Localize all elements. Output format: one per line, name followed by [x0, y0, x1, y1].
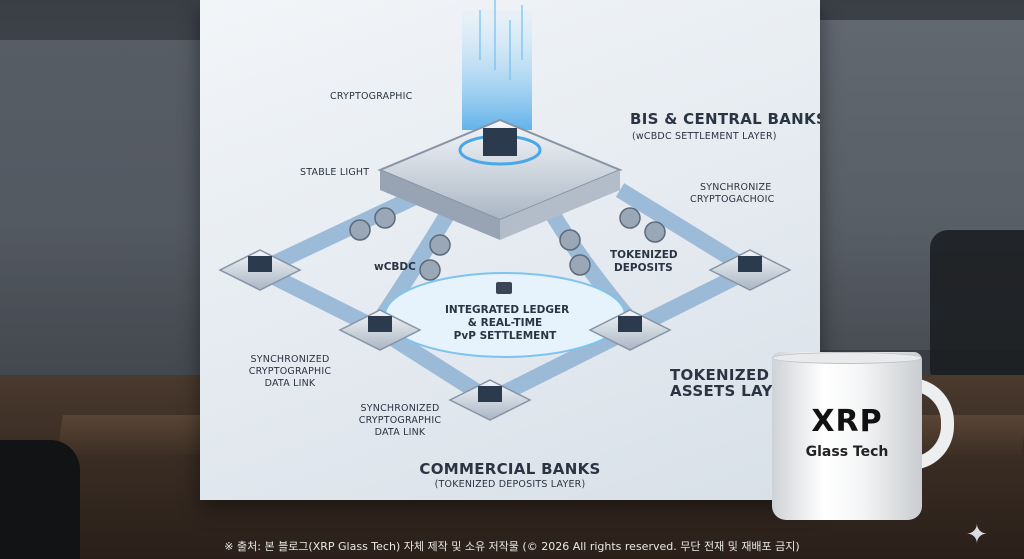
label-synchronize: SYNCHRONIZE	[700, 182, 772, 193]
label-ledger-3: PvP SETTLEMENT	[453, 330, 557, 342]
central-bank-icon	[483, 128, 517, 156]
label-commercial-banks: COMMERCIAL BANKS	[419, 460, 601, 478]
label-ledger-1: INTEGRATED LEDGER	[445, 304, 570, 316]
chair-left	[0, 440, 80, 559]
mug-body	[772, 352, 922, 520]
chair-right	[930, 230, 1024, 380]
central-platform	[377, 118, 623, 240]
label-cryptogachoic: CRYPTOGACHOIC	[690, 194, 775, 205]
label-tokenized-1: TOKENIZED	[610, 249, 678, 261]
label-wcbdc: wCBDC	[374, 261, 416, 273]
poster: CRYPTOGRAPHIC BIS & CENTRAL BANKS (wCBDC…	[200, 0, 820, 500]
mug-rim	[772, 352, 922, 364]
label-sync-left-2: CRYPTOGRAPHIC	[248, 366, 332, 377]
source-caption: ※ 출처: 본 블로그(XRP Glass Tech) 자체 제작 및 소유 저…	[224, 540, 800, 553]
window-left	[0, 40, 200, 380]
mug-logo: XRP	[811, 404, 883, 439]
label-deposits: DEPOSITS	[614, 262, 673, 274]
diagram-subtitle: (wCBDC SETTLEMENT LAYER)	[632, 131, 777, 142]
label-sync-left-3: DATA LINK	[264, 378, 316, 389]
mug-subtitle: Glass Tech	[805, 444, 889, 460]
sparkle-icon: ✦	[966, 520, 988, 550]
label-ledger-2: & REAL-TIME	[467, 317, 543, 329]
label-stable-light: STABLE LIGHT	[300, 167, 370, 178]
circuit-lines	[479, 0, 523, 80]
coin-icons	[349, 207, 666, 281]
label-sync-bottom-2: CRYPTOGRAPHIC	[358, 415, 442, 426]
label-sync-bottom-1: SYNCHRONIZED	[360, 403, 440, 414]
label-tokenized-assets-1: TOKENIZED	[670, 366, 770, 384]
label-commercial-subtitle: (TOKENIZED DEPOSITS LAYER)	[434, 479, 586, 490]
light-beam	[462, 10, 532, 130]
label-cryptographic: CRYPTOGRAPHIC	[330, 91, 413, 102]
network-diagram	[218, 0, 792, 421]
label-tokenized-assets-2: ASSETS LAYER	[670, 382, 796, 400]
diagram-title: BIS & CENTRAL BANKS	[630, 110, 820, 128]
label-sync-left-1: SYNCHRONIZED	[250, 354, 330, 365]
label-sync-bottom-3: DATA LINK	[374, 427, 426, 438]
coffee-mug: XRP Glass Tech	[772, 352, 954, 522]
lock-icon	[496, 282, 512, 294]
bank-icons	[248, 256, 762, 402]
